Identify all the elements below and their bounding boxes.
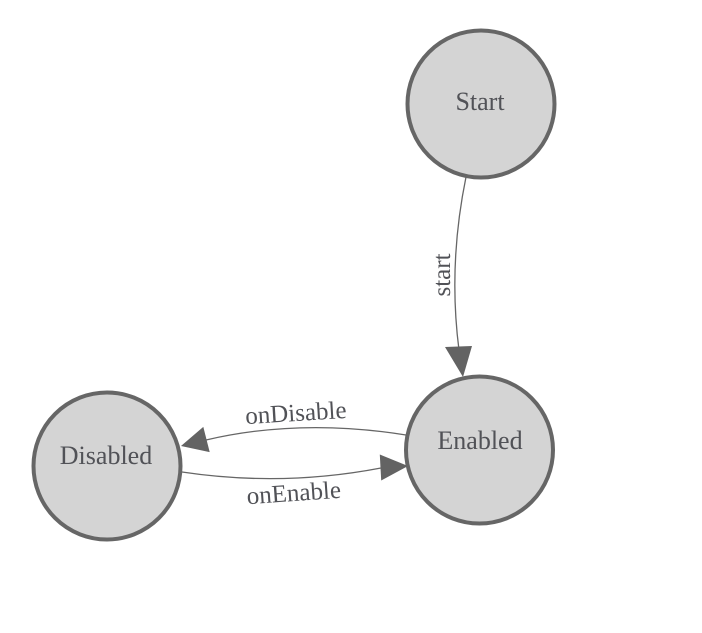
edge-enabled-to-disabled: onDisable xyxy=(181,397,407,453)
edge-label-ondisable: onDisable xyxy=(244,397,347,430)
edge-start-to-enabled: start xyxy=(429,176,472,377)
edge-line-ondisable xyxy=(205,426,407,441)
arrowhead-right-icon xyxy=(379,454,408,481)
node-enabled-label: Enabled xyxy=(437,426,522,455)
edge-disabled-to-enabled: onEnable xyxy=(181,454,408,511)
edge-line-start xyxy=(454,176,467,351)
edge-label-start: start xyxy=(429,253,456,296)
node-enabled-circle[interactable] xyxy=(404,374,555,526)
edge-line-onenable xyxy=(181,467,382,480)
node-start-label: Start xyxy=(455,87,505,116)
node-disabled[interactable]: Disabled xyxy=(31,390,183,542)
arrowhead-down-icon xyxy=(445,346,472,377)
node-start[interactable]: Start xyxy=(405,28,557,180)
node-disabled-label: Disabled xyxy=(60,441,152,470)
node-disabled-circle[interactable] xyxy=(31,390,183,542)
node-start-circle[interactable] xyxy=(405,28,557,180)
arrowhead-left-icon xyxy=(181,426,210,453)
edge-label-onenable: onEnable xyxy=(246,477,342,511)
node-enabled[interactable]: Enabled xyxy=(404,374,555,526)
